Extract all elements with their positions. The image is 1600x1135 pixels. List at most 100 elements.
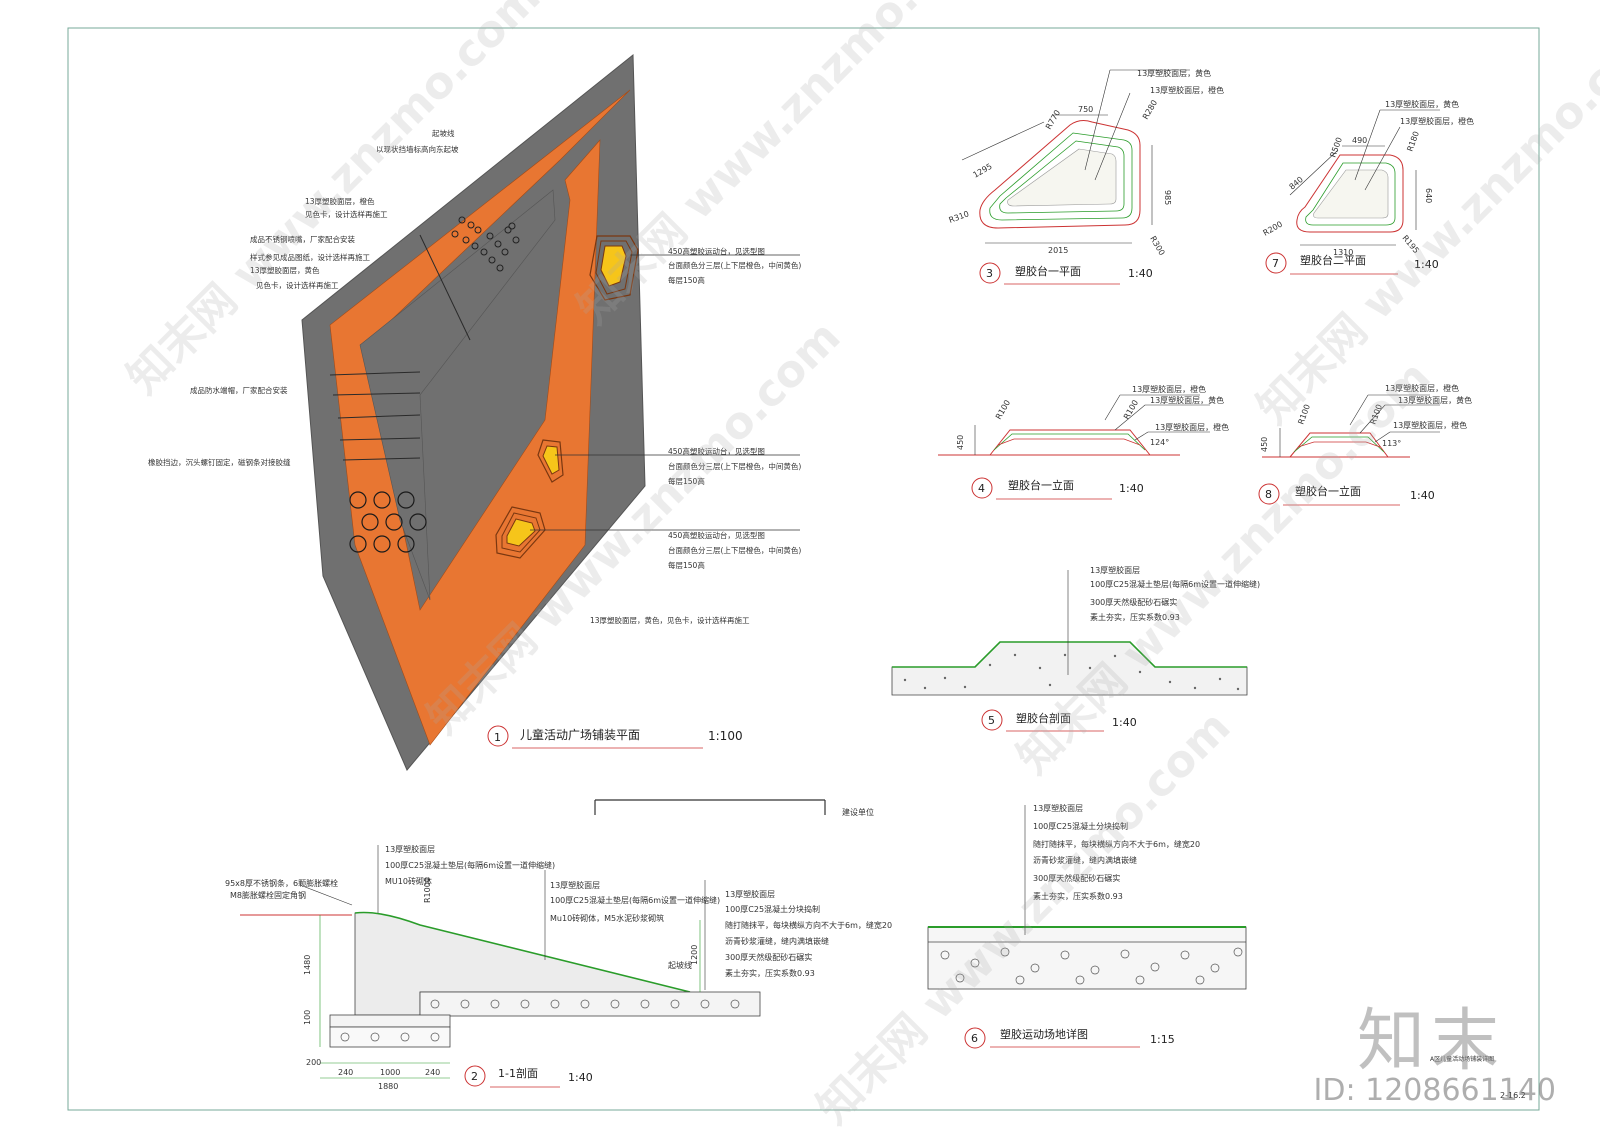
d7-dim-r200: R200	[1262, 220, 1285, 238]
sheet-frame	[67, 27, 1540, 1111]
d6-note-2: 100厚C25混凝土分块捣制	[1033, 821, 1128, 831]
d7-dim-640: 640	[1424, 188, 1433, 203]
detail5-title: 5 塑胶台剖面 1:40	[981, 709, 1137, 732]
title-num-4: 4	[978, 482, 985, 495]
detail6-drawing	[927, 805, 1247, 990]
d5-note-4: 素土夯实，压实系数0.93	[1090, 612, 1180, 622]
title-scale-7: 1:40	[1414, 258, 1439, 271]
d2-note-d2: 100厚C25混凝土分块捣制	[725, 904, 820, 914]
note-mound-c-3: 每层150高	[668, 560, 705, 570]
detail8-drawing	[1262, 394, 1440, 458]
d8-dim-angle: 113°	[1382, 439, 1401, 448]
title-num-5: 5	[988, 714, 995, 727]
title-name-6: 塑胶运动场地详图	[1000, 1027, 1088, 1041]
detail3-title: 3 塑胶台一平面 1:40	[979, 262, 1153, 285]
d7-dim-r195: R195	[1400, 234, 1420, 256]
d3-dim-750: 750	[1078, 105, 1093, 114]
note-rubber-yellow-1: 13厚塑胶面层，黄色	[250, 265, 320, 275]
d7-dim-r180: R180	[1405, 130, 1421, 153]
d6-note-5: 300厚天然级配砂石碾实	[1033, 873, 1120, 883]
d4-dim-r100a: R100	[994, 398, 1012, 421]
note-equipment-1: 成品不锈钢喷嘴，厂家配合安装	[250, 234, 355, 244]
note-mound-a-2: 台面颜色分三层(上下层橙色，中间黄色)	[668, 260, 801, 270]
d2-note-d6: 素土夯实，压实系数0.93	[725, 968, 815, 978]
pavement-joint-lines	[329, 234, 471, 461]
d3-dim-1295: 1295	[972, 162, 994, 180]
title-scale-8: 1:40	[1410, 489, 1435, 502]
detail6-title: 6 塑胶运动场地详图 1:15	[964, 1027, 1175, 1049]
d6-note-4: 沥青砂浆灌缝，缝内满填嵌缝	[1033, 855, 1137, 865]
inner-gray-area	[359, 189, 556, 601]
note-drain: 成品防水端帽，厂家配合安装	[190, 385, 288, 395]
sheet-number: 2-16.2	[1500, 1091, 1526, 1100]
detail4-drawing	[938, 394, 1210, 456]
d2-note-c1: 13厚塑胶面层	[550, 880, 600, 890]
note-rubber-yellow-2: 见色卡，设计选样再施工	[256, 280, 339, 290]
aggregate-pattern	[940, 947, 1243, 985]
d3-dim-r300: R300	[1148, 235, 1166, 258]
detail4-title: 4 塑胶台一立面 1:40	[971, 477, 1144, 500]
title-num-3: 3	[986, 267, 993, 280]
title-scale-2: 1:40	[568, 1071, 593, 1084]
d2-dim-240a: 240	[338, 1068, 353, 1077]
d2-note-c3: Mu10砖砌体，M5水泥砂浆砌筑	[550, 913, 664, 923]
plan-leader-lines	[530, 254, 800, 531]
plan-drawing	[301, 53, 800, 771]
d2-dim-1480: 1480	[303, 955, 312, 975]
d3-dim-985: 985	[1163, 190, 1172, 205]
d4-dim-angle: 124°	[1150, 438, 1169, 447]
d8-note-3: 13厚塑胶面层，橙色	[1393, 420, 1467, 430]
note-bottom: 13厚塑胶面层，黄色，见色卡，设计选样再施工	[590, 615, 750, 625]
detail8-title: 8 塑胶台一立面 1:40	[1258, 483, 1435, 506]
title-num-8: 8	[1265, 488, 1272, 501]
d2-note-b2: 100厚C25混凝土垫层(每隔6m设置一道伸缩缝)	[385, 860, 555, 870]
d2-note-a1: 95x8厚不锈钢条，6颗膨胀螺栓	[225, 878, 338, 888]
title-num-6: 6	[971, 1032, 978, 1045]
note-mound-a-3: 每层150高	[668, 275, 705, 285]
brand-logo: 知末	[1356, 1002, 1505, 1081]
d4-note-2: 13厚塑胶面层，黄色	[1150, 395, 1224, 405]
d3-dim-r310: R310	[948, 209, 971, 225]
splash-nozzle-dots	[451, 216, 520, 272]
d2-note-bracket: 建设单位	[842, 807, 874, 817]
d8-note-1: 13厚塑胶面层，橙色	[1385, 383, 1459, 393]
title-scale-6: 1:15	[1150, 1033, 1175, 1046]
d2-note-d4: 沥青砂浆灌缝，缝内满填嵌缝	[725, 936, 829, 946]
image-id: ID: 1208661140	[1313, 1073, 1556, 1108]
note-rubber-orange-2: 见色卡，设计选样再施工	[305, 209, 388, 219]
title-scale-4: 1:40	[1119, 482, 1144, 495]
d8-note-2: 13厚塑胶面层，黄色	[1398, 395, 1472, 405]
d2-dim-200: 200	[306, 1058, 321, 1067]
d2-dim-1000: 1000	[380, 1068, 400, 1077]
d2-note-a2: M8膨胀螺栓固定角钢	[230, 890, 306, 900]
note-mound-a-1: 450高塑胶运动台，见选型图	[668, 246, 765, 256]
d3-dim-2015: 2015	[1048, 246, 1068, 255]
d7-dim-1310: 1310	[1333, 248, 1353, 257]
detail5-labels: 13厚塑胶面层 100厚C25混凝土垫层(每隔6m设置一道伸缩缝) 300厚天然…	[1090, 565, 1260, 622]
d8-dim-r100a: R100	[1296, 403, 1312, 426]
sheet-label: A区儿童活动场铺装详图	[1430, 1055, 1494, 1063]
d2-note-d3: 随打随抹平，每块横纵方向不大于6m，缝宽20	[725, 920, 892, 930]
d5-note-3: 300厚天然级配砂石碾实	[1090, 597, 1177, 607]
d2-note-slope: 起坡线	[668, 960, 692, 970]
note-boundary-1: 起坡线	[432, 128, 455, 138]
d2-note-d5: 300厚天然级配砂石碾实	[725, 952, 812, 962]
plan-notes: 起坡线 以现状挡墙标高向东起坡 13厚塑胶面层，橙色 见色卡，设计选样再施工 成…	[148, 128, 801, 625]
title-name-7: 塑胶台二平面	[1300, 253, 1366, 267]
detail7-drawing	[1289, 109, 1440, 246]
d8-dim-r100b: R100	[1368, 403, 1384, 426]
title-name-3: 塑胶台一平面	[1015, 264, 1081, 278]
d7-note-yellow: 13厚塑胶面层，黄色	[1385, 99, 1459, 109]
d7-dim-490: 490	[1352, 136, 1367, 145]
detail2-title: 2 1-1剖面 1:40	[464, 1065, 593, 1088]
rubber-mound-c	[495, 506, 546, 559]
plan-title: 1 儿童活动广场铺装平面 1:100	[487, 725, 743, 749]
detail4-labels: 13厚塑胶面层，橙色 13厚塑胶面层，黄色 13厚塑胶面层，橙色 450 R10…	[956, 384, 1229, 450]
d2-note-d1: 13厚塑胶面层	[725, 889, 775, 899]
gravel-pattern	[903, 653, 1240, 691]
d3-dim-r280: R280	[1141, 98, 1159, 121]
title-circle-1	[487, 725, 509, 747]
title-scale-1: 1:100	[708, 729, 743, 743]
detail2-labels: 95x8厚不锈钢条，6颗膨胀螺栓 M8膨胀螺栓固定角钢 13厚塑胶面层 100厚…	[225, 807, 892, 1091]
